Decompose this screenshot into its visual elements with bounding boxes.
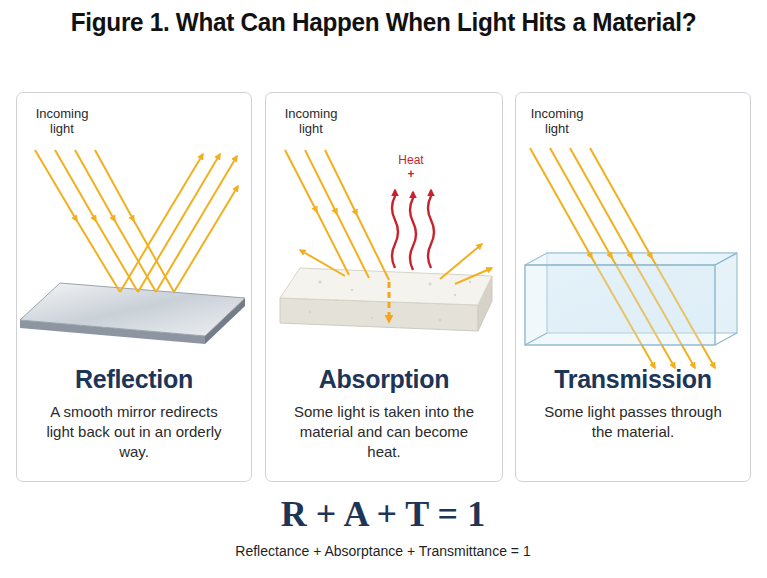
heat-waves <box>392 190 434 270</box>
glass-front <box>525 265 715 345</box>
illustration-part <box>309 311 312 314</box>
panel-description: Some light is taken into the material an… <box>284 402 484 462</box>
light-ray <box>174 186 238 292</box>
panel-text-area: TransmissionSome light passes through th… <box>524 365 742 442</box>
panel-heading: Transmission <box>524 365 742 394</box>
foam-illustration <box>280 150 492 331</box>
equation: R + A + T = 1 <box>183 494 583 535</box>
heat-wave <box>392 190 398 268</box>
light-ray <box>440 244 482 279</box>
mirror-surface <box>20 283 245 336</box>
heat-symbol: + <box>389 167 433 181</box>
figure-title: Figure 1. What Can Happen When Light Hit… <box>11 8 756 37</box>
ray-label: Incoming light <box>30 106 94 136</box>
scattered-rays <box>300 244 492 284</box>
foam-texture <box>309 280 472 321</box>
heat-wave <box>410 192 416 270</box>
glass-illustration <box>525 148 737 368</box>
light-ray <box>75 150 156 292</box>
panel-heading: Absorption <box>274 365 494 394</box>
illustration-part <box>351 289 354 292</box>
panel-description: Some light passes through the material. <box>538 402 728 442</box>
equation-legend: Reflectance + Absorptance + Transmittanc… <box>83 543 683 559</box>
ray-label: Incoming light <box>525 106 589 136</box>
light-ray <box>325 150 389 280</box>
illustration-part <box>335 299 337 301</box>
illustration-part <box>429 283 432 286</box>
incoming-rays <box>285 150 389 280</box>
panel-heading: Reflection <box>25 365 243 394</box>
light-ray <box>285 150 349 275</box>
reflected-rays <box>120 154 238 292</box>
heat-wave <box>428 190 434 268</box>
heat-label: Heat <box>389 153 433 167</box>
panel-description: A smooth mirror redirects light back out… <box>36 402 232 462</box>
panel-text-area: Reflection A smooth mirror redirects ligh… <box>25 365 243 462</box>
panel-text-area: AbsorptionSome light is taken into the m… <box>274 365 494 462</box>
light-ray <box>120 154 203 292</box>
incoming-rays <box>35 150 174 292</box>
glass-edges <box>525 253 737 345</box>
illustration-part <box>439 319 442 322</box>
illustration-part <box>469 281 471 283</box>
absorbed-arrow <box>388 282 391 322</box>
light-ray <box>156 156 237 292</box>
light-ray <box>300 250 345 276</box>
illustration-part <box>371 317 373 319</box>
material-panel: TransmissionSome light passes through th… <box>515 92 751 482</box>
light-ray <box>55 150 138 292</box>
light-ray <box>138 154 220 292</box>
material-panel: AbsorptionSome light is taken into the m… <box>265 92 503 482</box>
light-ray <box>455 268 492 284</box>
ray-label: Incoming light <box>279 106 343 136</box>
illustration-part <box>454 294 456 296</box>
mirror-illustration <box>20 150 245 344</box>
illustration-part <box>318 280 321 283</box>
material-panel: Reflection A smooth mirror redirects ligh… <box>16 92 252 482</box>
